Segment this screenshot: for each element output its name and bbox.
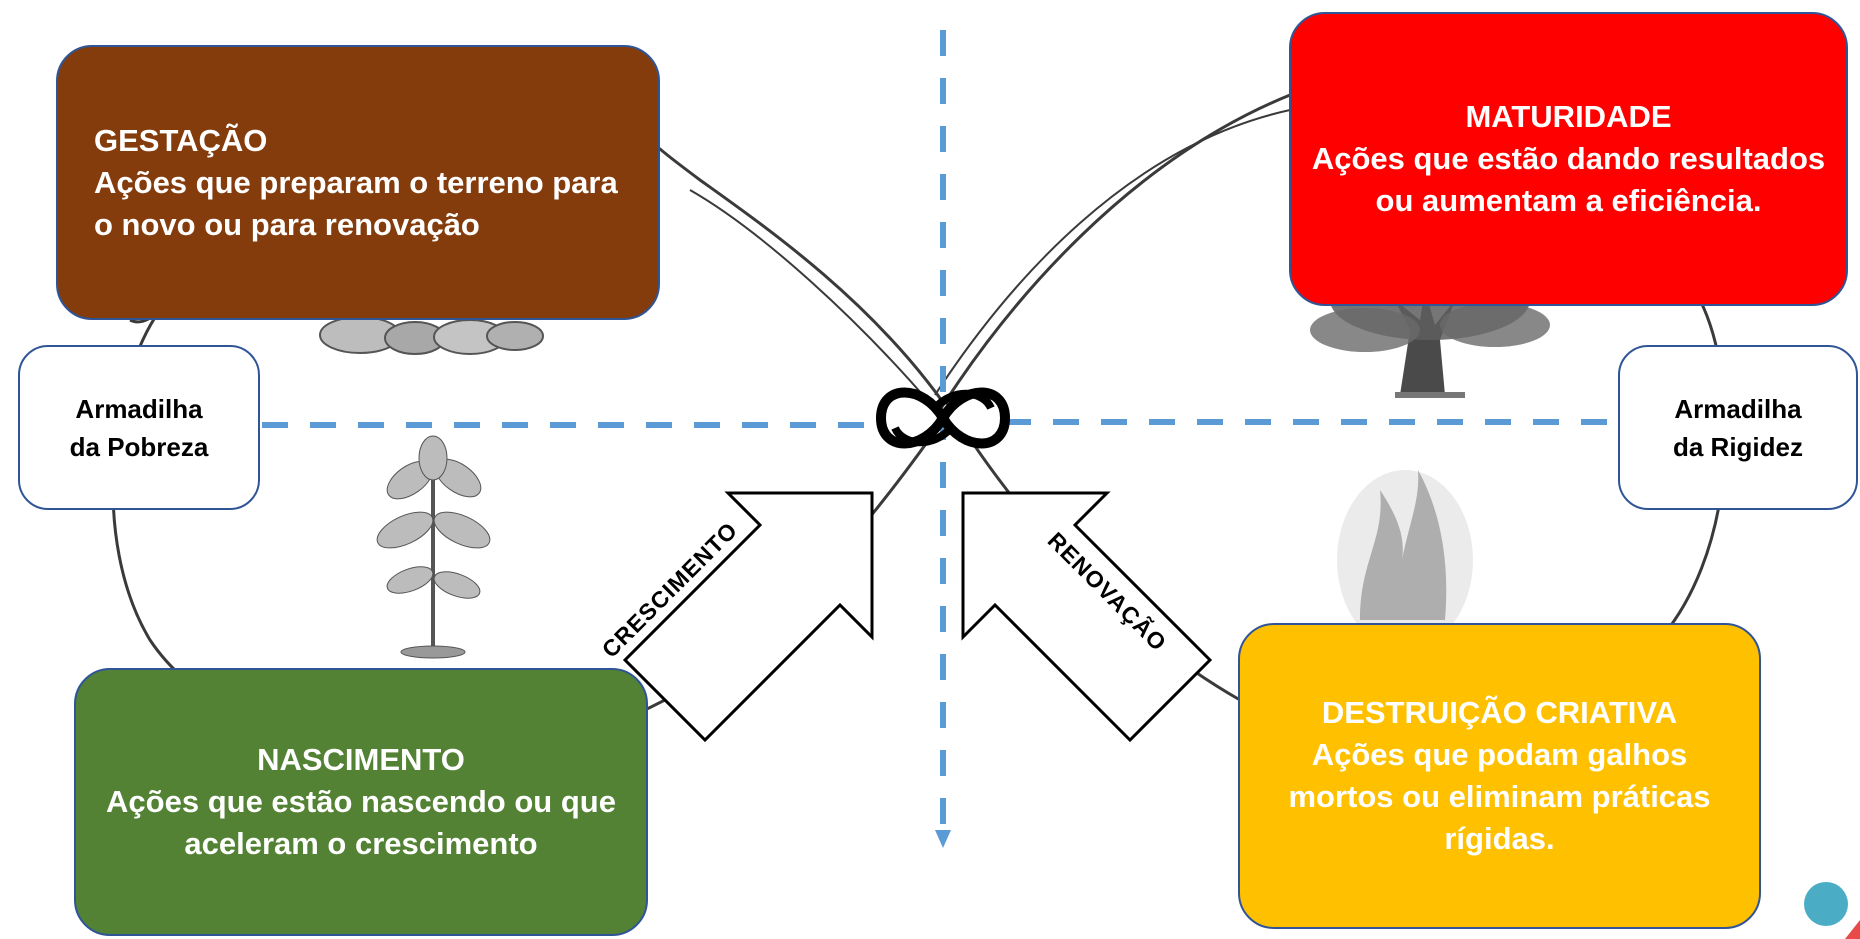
loop-right-outer — [938, 93, 1291, 411]
infinity-icon — [875, 387, 1011, 449]
nascimento-title: NASCIMENTO — [257, 742, 465, 777]
maturidade-box: MATURIDADE Ações que estão dando resulta… — [1289, 12, 1848, 306]
loop-right-outer-2 — [934, 109, 1291, 396]
gestacao-box: GESTAÇÃO Ações que preparam o terreno pa… — [56, 45, 660, 320]
poverty-trap-line1: Armadilha — [75, 393, 203, 424]
destruicao-criativa-box: DESTRUIÇÃO CRIATIVA Ações que podam galh… — [1238, 623, 1761, 929]
gestacao-text: Ações que preparam o terreno para o novo… — [94, 164, 618, 242]
growth-arrow-shape — [622, 491, 874, 743]
corner-dot — [1804, 882, 1848, 926]
corner-accent — [1845, 920, 1860, 939]
maturidade-title: MATURIDADE — [1465, 99, 1672, 134]
destruicao-criativa-text: Ações que podam galhos mortos ou elimina… — [1288, 737, 1711, 856]
renewal-arrow-shape — [961, 491, 1213, 743]
sapling-icon — [376, 435, 491, 659]
axis-arrowhead — [935, 830, 951, 848]
rigidity-trap-line2: da Rigidez — [1672, 431, 1803, 462]
poverty-trap-line2: da Pobreza — [69, 431, 209, 462]
rigidity-trap-box: Armadilha da Rigidez — [1618, 345, 1858, 510]
nascimento-box: NASCIMENTO Ações que estão nascendo ou q… — [74, 668, 648, 936]
rigidity-trap-line1: Armadilha — [1674, 393, 1802, 424]
fire-icon — [1337, 470, 1473, 650]
poverty-trap-box: Armadilha da Pobreza — [18, 345, 260, 510]
loop-left-inner-2 — [689, 189, 941, 416]
nascimento-text: Ações que estão nascendo ou que aceleram… — [106, 784, 616, 861]
rocks-icon — [319, 316, 544, 355]
destruicao-criativa-title: DESTRUIÇÃO CRIATIVA — [1321, 695, 1678, 730]
gestacao-title: GESTAÇÃO — [94, 122, 268, 158]
loop-left-inner — [648, 138, 947, 406]
maturidade-text: Ações que estão dando resultados ou aume… — [1311, 141, 1826, 218]
